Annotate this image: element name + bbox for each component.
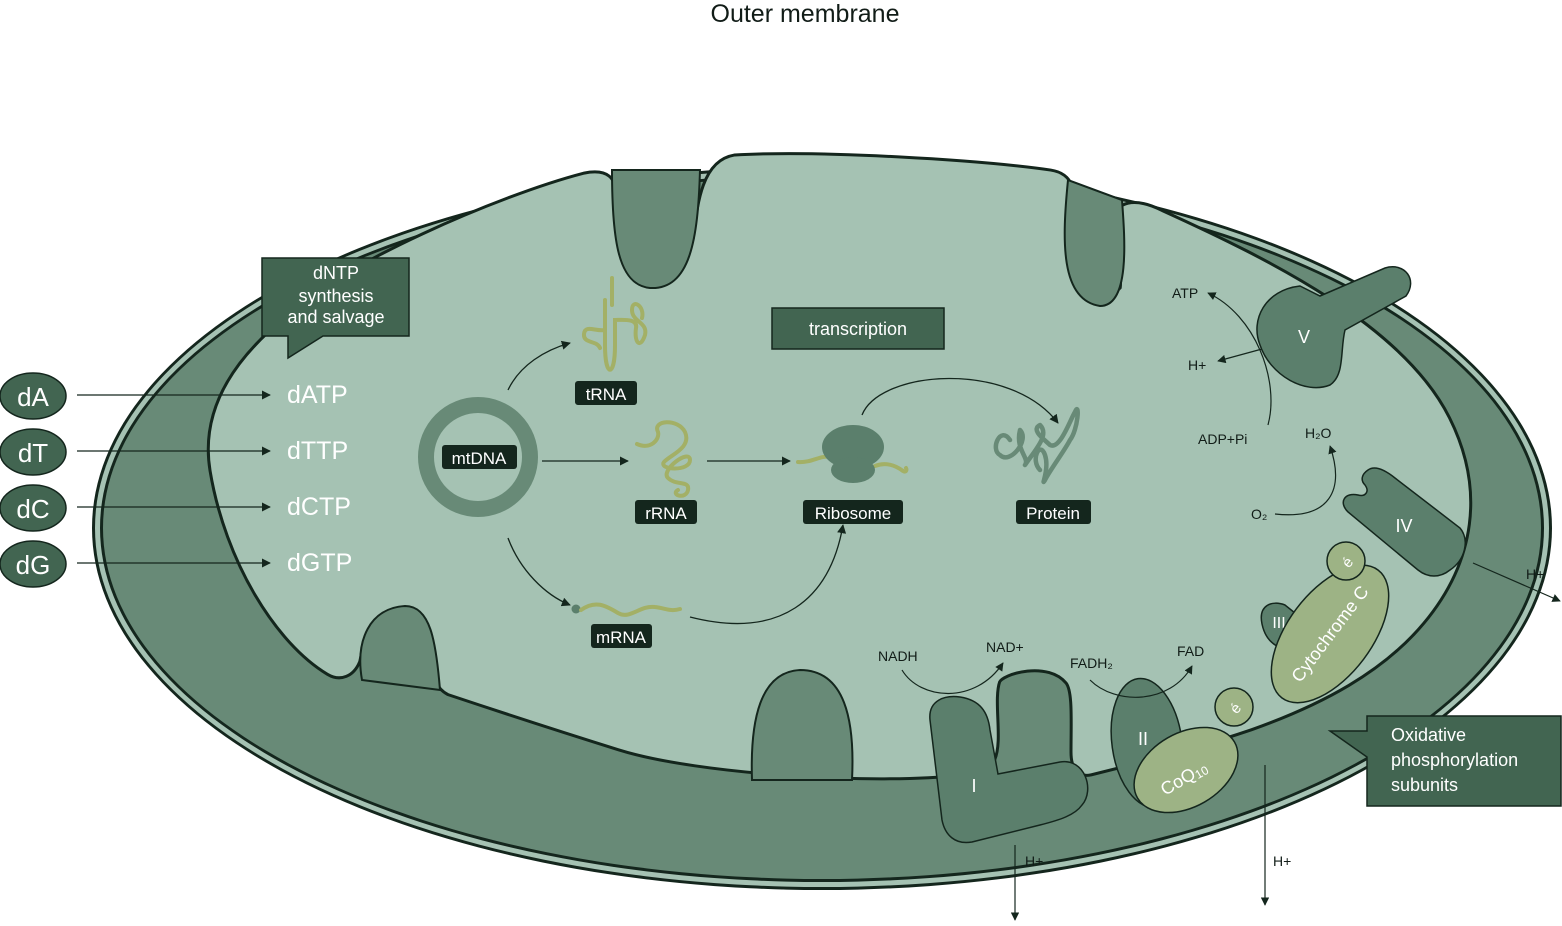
nadh-label: NADH [878,648,918,664]
svg-text:dA: dA [17,382,49,412]
complex-v: V [1256,266,1412,389]
arrow-iv-hplus [1472,562,1561,602]
svg-text:I: I [971,776,976,796]
intermembrane-space-label: Inner membrane space [661,103,949,134]
rrna-label: rRNA [645,504,687,523]
svg-text:III: III [1272,615,1285,632]
arrow-adp-atp [1207,292,1272,426]
electron-top: é [1326,541,1366,581]
outer-membrane-title: Outer membrane [711,0,900,28]
nucleoside-imports: dA dATP dT dTTP dC dCTP dG dGTP [0,372,352,588]
iii-hplus-label: H+ [1273,853,1291,869]
svg-text:II: II [1138,729,1148,749]
iv-hplus-label: H+ [1526,566,1544,582]
fad-label: FAD [1177,643,1204,659]
ribosome-label: Ribosome [815,504,892,523]
arrow-o2-h2o [1274,445,1337,516]
arrow-mrna-ribosome [689,524,847,625]
nucleoside-dT: dT dTTP [0,428,348,476]
i-hplus-label: H+ [1025,853,1043,869]
nucleoside-dG: dG dGTP [0,540,352,588]
arrow-fadh2-fad [1089,665,1193,698]
h2o-label: H₂O [1305,425,1332,441]
svg-text:V: V [1298,327,1310,347]
mrna: mRNA [571,602,682,648]
transcription-box: transcription [771,307,945,350]
svg-text:transcription: transcription [809,319,907,339]
dntp-callout-line3: and salvage [287,307,384,327]
dTTP-label: dTTP [287,437,348,465]
fadh2-label: FADH₂ [1070,655,1113,671]
nad-label: NAD+ [986,639,1024,655]
svg-text:IV: IV [1395,516,1412,536]
dntp-callout: dNTP synthesis and salvage [261,257,410,360]
nucleoside-dA: dA dATP [0,372,348,420]
ribosome: Ribosome [796,425,909,524]
nucleoside-dC: dC dCTP [0,484,351,532]
arrow-ribosome-protein [861,377,1059,424]
svg-text:dG: dG [16,550,51,580]
oxphos-callout-line3: subunits [1391,775,1458,795]
complex-iv: IV [1342,467,1466,577]
o2-label: O₂ [1251,506,1267,522]
coq10: CoQ10 [1133,726,1239,814]
dCTP-label: dCTP [287,493,351,521]
protein-label: Protein [1026,504,1080,523]
trna-label: tRNA [586,385,627,404]
svg-text:dT: dT [18,438,48,468]
v-hplus-label: H+ [1188,357,1206,373]
arrow-mtdna-trna [507,340,571,391]
svg-text:dC: dC [16,494,49,524]
mtdna-label: mtDNA [452,449,507,468]
arrow-mtdna-mrna [507,537,571,607]
dGTP-label: dGTP [287,549,352,577]
coq-subscript: 10 [1193,763,1212,782]
oxphos-callout-line2: phosphorylation [1391,750,1518,770]
cristae [359,169,1126,781]
oxphos-callout: Oxidative phosphorylation subunits [1327,715,1562,807]
complex-i: I [929,695,1089,844]
dntp-callout-line2: synthesis [298,286,373,306]
electron-bottom: é [1214,687,1254,727]
arrow-v-hplus [1217,348,1263,364]
dATP-label: dATP [287,381,348,409]
oxphos-callout-line1: Oxidative [1391,725,1466,745]
protein: Protein [993,407,1091,524]
complex-iii: III [1260,602,1301,651]
atp-label: ATP [1172,285,1198,301]
adp-label: ADP+Pi [1198,431,1247,447]
dntp-callout-line1: dNTP [313,263,359,283]
mtdna: mtDNA [418,397,538,517]
trna: tRNA [575,276,648,405]
arrow-nadh-nad [901,662,1004,695]
rrna: rRNA [635,420,697,524]
mrna-label: mRNA [596,628,647,647]
